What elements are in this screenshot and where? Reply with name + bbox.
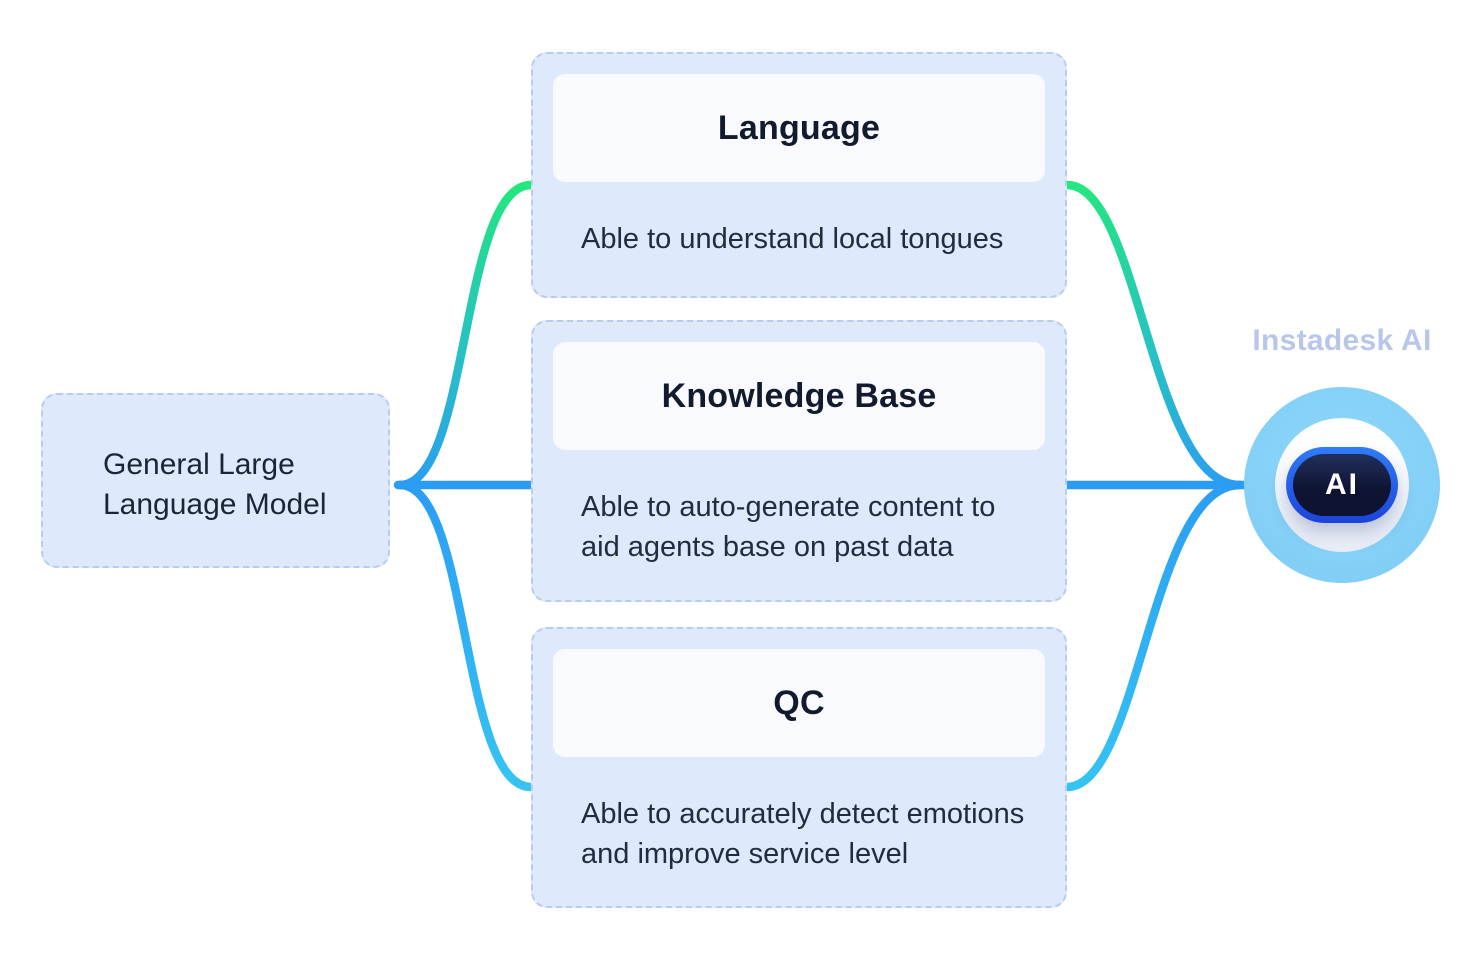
- ai-sphere: AI: [1275, 418, 1409, 552]
- node-language: Language Able to understand local tongue…: [531, 52, 1067, 298]
- node-knowledge-base-title: Knowledge Base: [661, 376, 937, 415]
- node-qc-header: QC: [553, 649, 1045, 757]
- node-knowledge-base-header: Knowledge Base: [553, 342, 1045, 450]
- node-qc-description: Able to accurately detect emotions and i…: [581, 794, 1037, 874]
- node-general-llm-line2: Language Model: [103, 488, 327, 521]
- node-language-header: Language: [553, 74, 1045, 182]
- ai-badge-icon: AI: [1293, 454, 1391, 516]
- connector-source-language: [395, 180, 536, 490]
- instadesk-ai-label: Instadesk AI: [1252, 324, 1432, 357]
- node-qc-desc-line2: and improve service level: [581, 838, 909, 870]
- node-knowledge-base: Knowledge Base Able to auto-generate con…: [531, 320, 1067, 602]
- node-language-description: Able to understand local tongues: [581, 219, 1037, 259]
- node-qc-title: QC: [773, 683, 825, 722]
- node-language-title: Language: [717, 108, 881, 147]
- node-knowledge-base-description: Able to auto-generate content to aid age…: [581, 487, 1037, 567]
- ai-badge-ring: AI: [1286, 447, 1398, 523]
- node-qc: QC Able to accurately detect emotions an…: [531, 627, 1067, 908]
- node-knowledge-base-desc-line2: aid agents base on past data: [581, 531, 954, 563]
- node-general-llm: General Large Language Model: [41, 393, 390, 568]
- node-language-desc-line1: Able to understand local tongues: [581, 223, 1004, 255]
- node-knowledge-base-desc-line1: Able to auto-generate content to: [581, 491, 996, 523]
- instadesk-ai-node: AI: [1244, 387, 1440, 583]
- connector-source-qc: [395, 480, 536, 792]
- node-qc-desc-line1: Able to accurately detect emotions: [581, 798, 1025, 830]
- connector-qc-hub: [1062, 480, 1245, 792]
- node-general-llm-line1: General Large: [103, 448, 295, 481]
